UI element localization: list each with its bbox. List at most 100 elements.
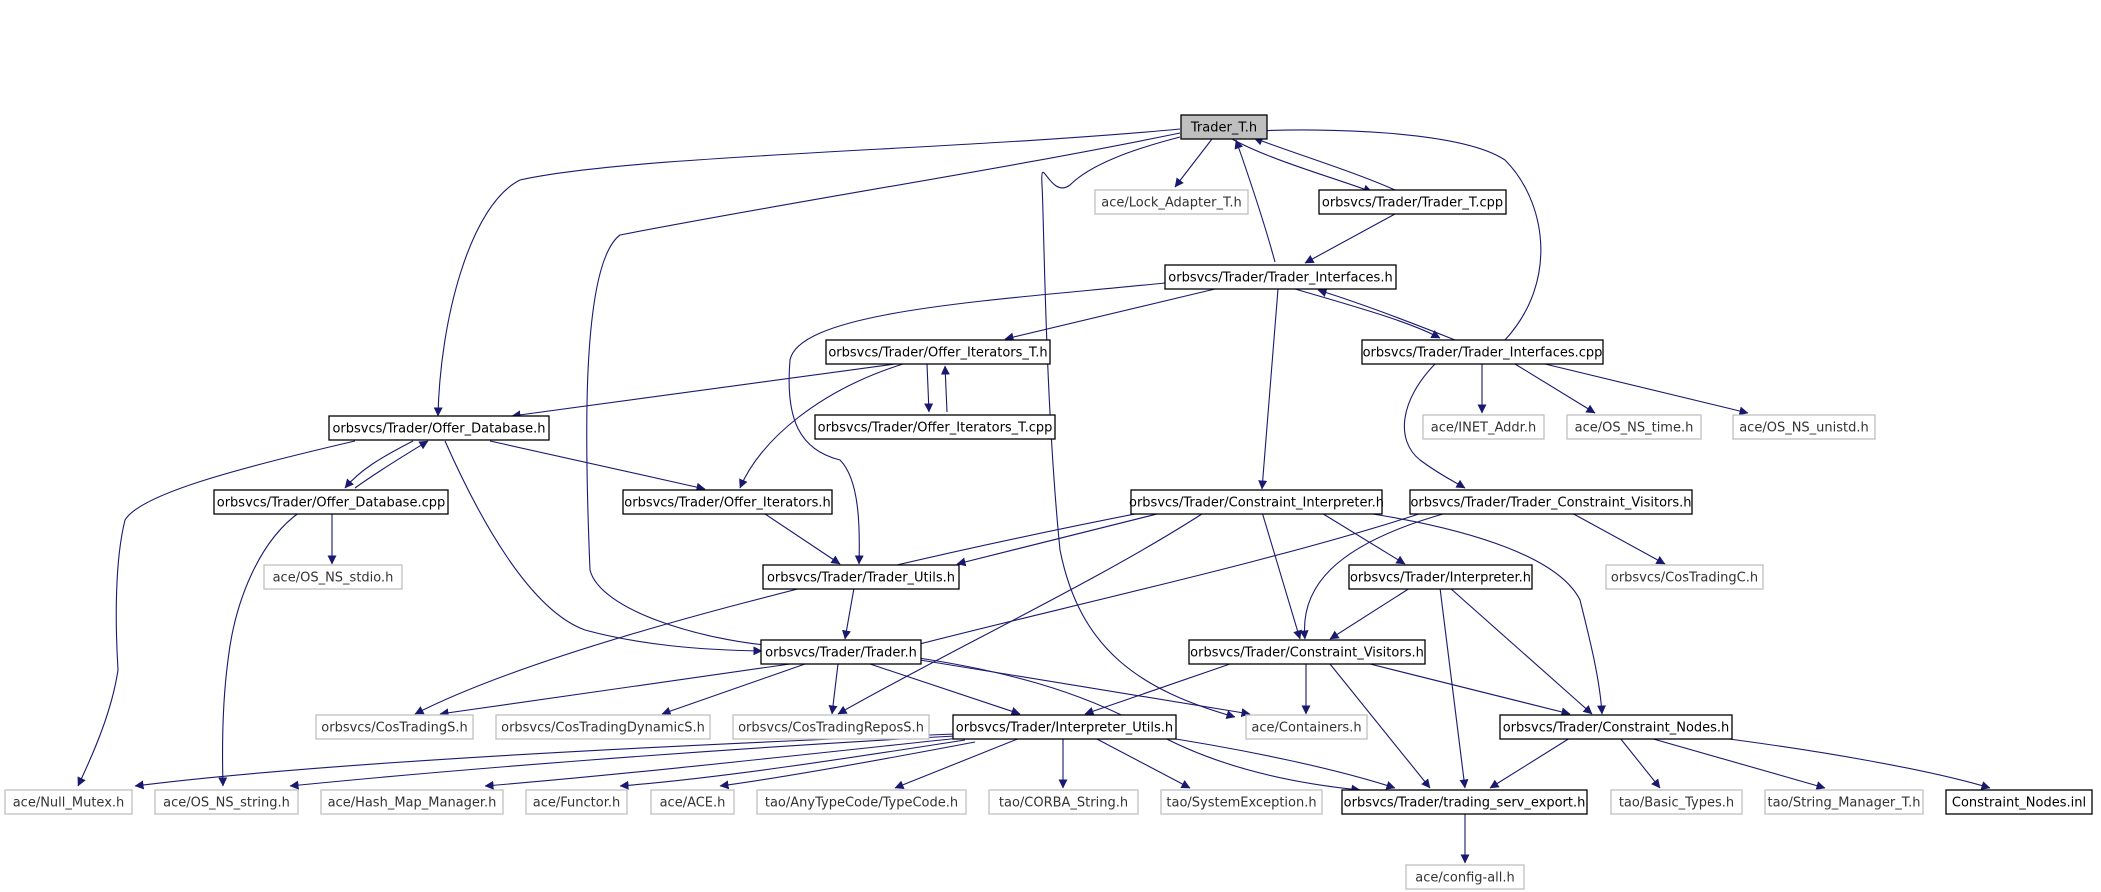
node-label: ace/OS_NS_stdio.h [273, 571, 394, 586]
node-constraint-visitors-h[interactable]: orbsvcs/Trader/Constraint_Visitors.h [1188, 639, 1426, 665]
node-label: orbsvcs/Trader/Interpreter.h [1350, 571, 1531, 586]
node-typecode[interactable]: tao/AnyTypeCode/TypeCode.h [756, 789, 967, 815]
node-box [320, 789, 504, 815]
node-label: ace/OS_NS_time.h [1575, 421, 1694, 436]
node-box [1732, 414, 1876, 440]
node-box [762, 564, 960, 590]
node-box [756, 789, 967, 815]
node-label: orbsvcs/Trader/Constraint_Nodes.h [1503, 721, 1730, 736]
node-box [1422, 414, 1545, 440]
node-containers-h[interactable]: ace/Containers.h [1245, 714, 1368, 740]
node-os-ns-stdio[interactable]: ace/OS_NS_stdio.h [263, 564, 403, 590]
node-inet-addr[interactable]: ace/INET_Addr.h [1422, 414, 1545, 440]
node-box [1130, 489, 1383, 515]
node-box [732, 714, 930, 740]
edge-offer-database-h-to-trader-h [444, 440, 763, 656]
edge-constraint-nodes-h-to-constraint-nodes-inl [1689, 733, 1991, 790]
edge-offer-iterators-t-cpp-to-offer-iterators-t-h [940, 365, 950, 413]
node-offer-database-h[interactable]: orbsvcs/Trader/Offer_Database.h [328, 415, 550, 441]
edge-constraint-interpreter-h-to-constraint-visitors-h [1261, 511, 1302, 640]
edge-trader-interfaces-h-to-constraint-interpreter-h [1258, 288, 1279, 490]
node-trader-t-cpp[interactable]: orbsvcs/Trader/Trader_T.cpp [1318, 189, 1507, 215]
node-constraint-interpreter-h[interactable]: orbsvcs/Trader/Constraint_Interpreter.h [1129, 489, 1384, 515]
node-box [315, 714, 474, 740]
node-hash-map-manager[interactable]: ace/Hash_Map_Manager.h [320, 789, 504, 815]
edge-trader-t-to-trader-t-cpp [1231, 138, 1373, 194]
node-lock-adapter[interactable]: ace/Lock_Adapter_T.h [1094, 189, 1249, 215]
node-offer-iterators-t-h[interactable]: orbsvcs/Trader/Offer_Iterators_T.h [825, 339, 1051, 365]
node-label: orbsvcs/CosTradingS.h [321, 721, 467, 736]
edge-constraint-nodes-h-to-trading-serv-export [1489, 737, 1571, 789]
edge-trader-interfaces-h-to-trader-interfaces-cpp [1294, 288, 1441, 339]
edge-interpreter-h-to-trading-serv-export [1439, 587, 1469, 789]
edge-trader-h-to-containers [919, 659, 1251, 718]
node-config-all[interactable]: ace/config-all.h [1405, 864, 1525, 890]
node-functor[interactable]: ace/Functor.h [525, 789, 628, 815]
dependency-edges [77, 126, 1991, 864]
node-string-manager-t[interactable]: tao/String_Manager_T.h [1764, 789, 1924, 815]
node-label: ace/Lock_Adapter_T.h [1101, 196, 1241, 211]
node-box [1164, 264, 1397, 290]
edge-interpreter-utils-h-to-system-exception [1094, 737, 1191, 789]
node-trader-interfaces-cpp[interactable]: orbsvcs/Trader/Trader_Interfaces.cpp [1361, 339, 1604, 365]
node-costradings-h[interactable]: orbsvcs/CosTradingS.h [315, 714, 474, 740]
edge-trader-interfaces-h-to-trader-utils-h [788, 282, 1166, 565]
node-trader-interfaces-h[interactable]: orbsvcs/Trader/Trader_Interfaces.h [1164, 264, 1397, 290]
node-box [1318, 189, 1507, 215]
edge-offer-iterators-h-to-trader-utils-h [761, 511, 841, 565]
node-offer-iterators-h[interactable]: orbsvcs/Trader/Offer_Iterators.h [622, 489, 833, 515]
node-box [1610, 789, 1743, 815]
node-trader-h[interactable]: orbsvcs/Trader/Trader.h [760, 639, 922, 665]
node-label: Trader_T.h [1190, 121, 1257, 136]
node-box [525, 789, 628, 815]
node-label: orbsvcs/Trader/Trader_Interfaces.h [1168, 271, 1392, 286]
node-box [952, 714, 1177, 740]
node-constraint-nodes-h[interactable]: orbsvcs/Trader/Constraint_Nodes.h [1499, 714, 1733, 740]
node-null-mutex[interactable]: ace/Null_Mutex.h [4, 789, 133, 815]
edge-offer-iterators-t-h-to-offer-iterators-t-cpp [924, 363, 934, 413]
node-trader-constraint-visitors-h[interactable]: orbsvcs/Trader/Trader_Constraint_Visitor… [1409, 489, 1693, 515]
edge-interpreter-h-to-constraint-nodes-h [1449, 587, 1593, 715]
edge-trader-t-to-lock-adapter [1174, 138, 1213, 188]
node-trader-t-h[interactable]: Trader_T.h [1180, 114, 1268, 140]
node-offer-iterators-t-cpp[interactable]: orbsvcs/Trader/Offer_Iterators_T.cpp [814, 414, 1056, 440]
node-label: ace/INET_Addr.h [1431, 421, 1536, 436]
edge-constraint-interpreter-h-to-costradingreposs-h [837, 511, 1206, 715]
edge-interpreter-utils-h-to-hash-map-manager [484, 737, 961, 790]
node-os-ns-time[interactable]: ace/OS_NS_time.h [1566, 414, 1702, 440]
edge-trader-h-to-costradings-h [439, 663, 791, 718]
node-costradingdynamics-h[interactable]: orbsvcs/CosTradingDynamicS.h [495, 714, 711, 740]
node-interpreter-utils-h[interactable]: orbsvcs/Trader/Interpreter_Utils.h [952, 714, 1177, 740]
node-label: orbsvcs/CosTradingDynamicS.h [501, 721, 705, 736]
node-ace-h[interactable]: ace/ACE.h [650, 789, 735, 815]
file-nodes: Trader_T.h ace/Lock_Adapter_T.h orbsvcs/Tr… [4, 114, 2093, 890]
node-box [1188, 639, 1426, 665]
node-offer-database-cpp[interactable]: orbsvcs/Trader/Offer_Database.cpp [213, 489, 449, 515]
node-label: ace/Containers.h [1251, 721, 1361, 736]
node-basic-types[interactable]: tao/Basic_Types.h [1610, 789, 1743, 815]
node-costradingreposs-h[interactable]: orbsvcs/CosTradingReposS.h [732, 714, 930, 740]
node-costradingc-h[interactable]: orbsvcs/CosTradingC.h [1605, 564, 1764, 590]
edge-interpreter-utils-h-to-trading-serv-export [1149, 734, 1396, 790]
edge-interpreter-h-to-constraint-visitors-h [1329, 587, 1411, 640]
node-os-ns-unistd[interactable]: ace/OS_NS_unistd.h [1732, 414, 1876, 440]
node-interpreter-h[interactable]: orbsvcs/Trader/Interpreter.h [1348, 564, 1533, 590]
node-box [814, 414, 1056, 440]
edge-offer-database-cpp-to-offer-database-h [354, 440, 429, 489]
node-label: orbsvcs/Trader/Trader.h [765, 646, 917, 661]
node-label: orbsvcs/Trader/Trader_Interfaces.cpp [1363, 346, 1603, 361]
edge-trader-interfaces-cpp-to-trader-constraint-visitors-h [1403, 363, 1466, 489]
node-trading-serv-export[interactable]: orbsvcs/Trader/trading_serv_export.h [1341, 789, 1588, 815]
node-corba-string[interactable]: tao/CORBA_String.h [988, 789, 1139, 815]
node-label: orbsvcs/Trader/Interpreter_Utils.h [956, 721, 1173, 736]
node-label: tao/AnyTypeCode/TypeCode.h [765, 796, 958, 811]
edge-trader-interfaces-cpp-to-trader-interfaces-h [1317, 288, 1456, 341]
edge-interpreter-utils-h-to-null-mutex [134, 733, 956, 790]
node-system-exception[interactable]: tao/SystemException.h [1160, 789, 1323, 815]
node-label: orbsvcs/Trader/Offer_Database.h [332, 422, 545, 437]
node-label: tao/String_Manager_T.h [1768, 796, 1921, 811]
node-trader-utils-h[interactable]: orbsvcs/Trader/Trader_Utils.h [762, 564, 960, 590]
node-os-ns-string[interactable]: ace/OS_NS_string.h [154, 789, 299, 815]
node-label: orbsvcs/CosTradingC.h [1611, 571, 1758, 586]
node-constraint-nodes-inl[interactable]: Constraint_Nodes.inl [1945, 789, 2093, 815]
